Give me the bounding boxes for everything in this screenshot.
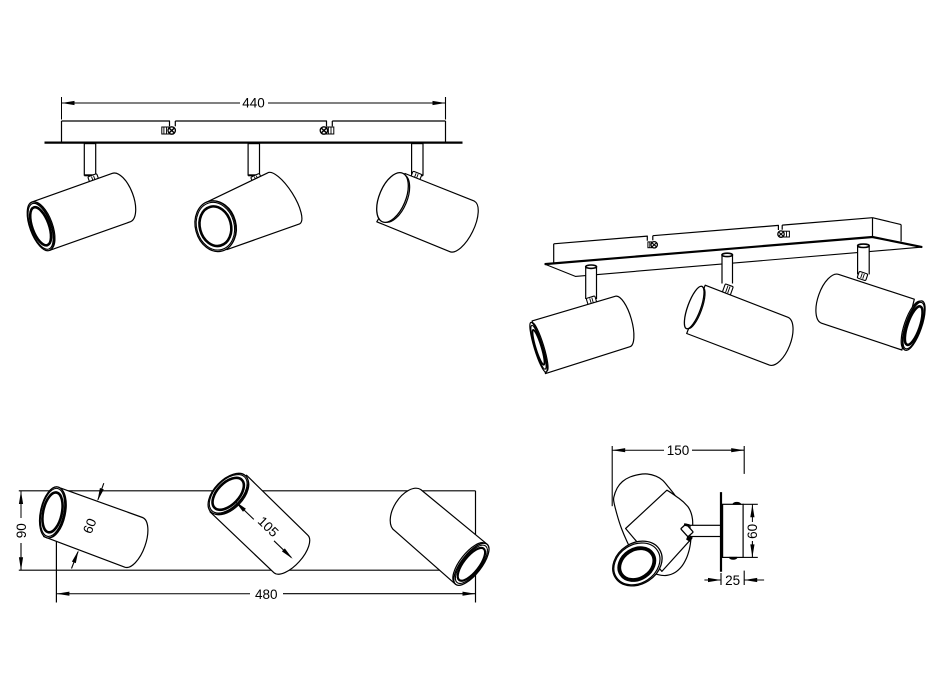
svg-text:150: 150	[667, 443, 690, 458]
svg-text:480: 480	[255, 587, 278, 602]
svg-text:60: 60	[80, 516, 99, 535]
svg-text:440: 440	[242, 96, 265, 111]
svg-text:90: 90	[14, 523, 29, 538]
svg-text:60: 60	[745, 524, 760, 539]
svg-text:25: 25	[725, 573, 740, 588]
